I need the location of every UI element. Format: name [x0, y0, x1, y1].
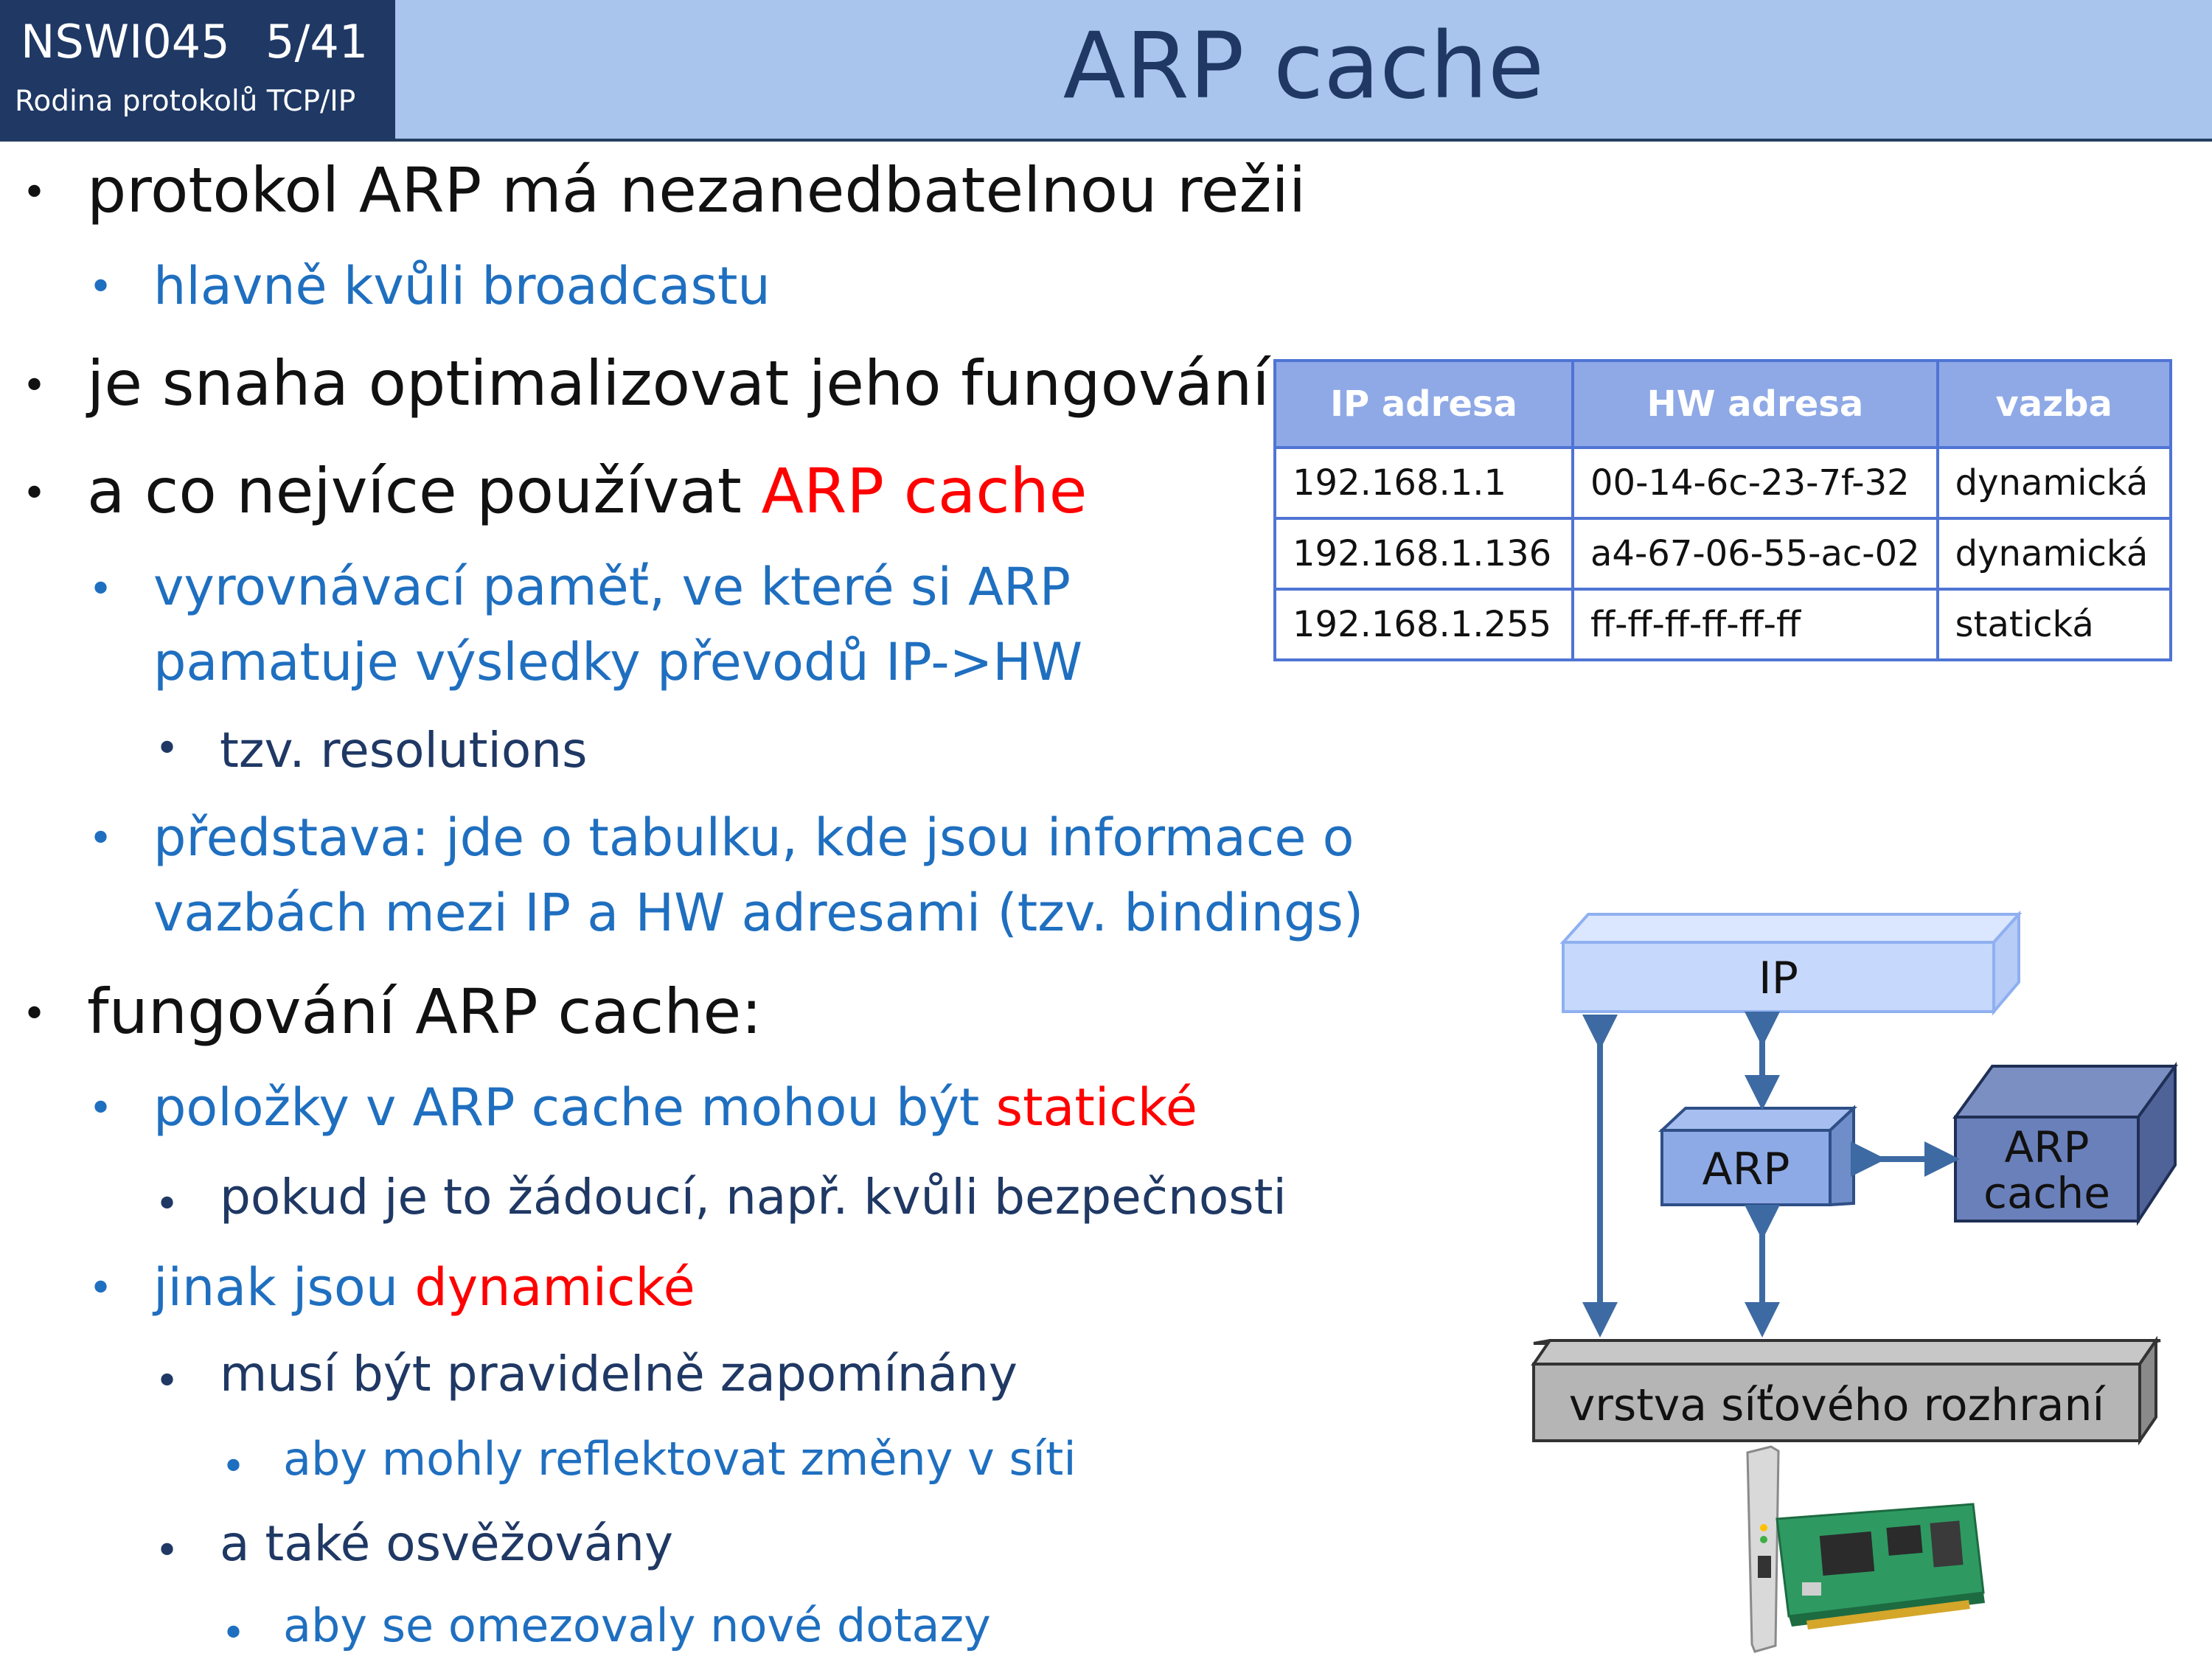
bullet-dot: • — [155, 1180, 180, 1228]
bullet-static-entries: položky v ARP cache mohou být statické — [153, 1077, 1197, 1138]
bullet-dot: • — [88, 1085, 114, 1133]
ip-layer-box: IP — [1559, 910, 2023, 1016]
cell-hw: ff-ff-ff-ff-ff-ff — [1571, 588, 1939, 661]
bullet-dot: • — [22, 990, 47, 1038]
protocol-layer-diagram: IP ARP ARP cache vrstva síťového rozhran… — [1531, 910, 2178, 1446]
bullet-cache-memory: vyrovnávací paměť, ve které si ARP pamat… — [153, 557, 1083, 692]
bullet-dot: • — [88, 566, 114, 613]
ip-layer-label: IP — [1759, 953, 1798, 1004]
column-header-ip: IP adresa — [1273, 359, 1574, 449]
course-info-box: NSWI045 5/41 Rodina protokolů TCP/IP — [0, 0, 395, 140]
column-header-binding: vazba — [1935, 359, 2172, 449]
bullet-cache-operation: fungování ARP cache: — [87, 975, 762, 1048]
bullet-arp-overhead: protokol ARP má nezanedbatelnou režii — [87, 154, 1307, 226]
bullet-dot: • — [22, 362, 47, 410]
arp-cache-label-line2: cache — [1983, 1168, 2110, 1218]
arp-label: ARP — [1703, 1144, 1790, 1195]
highlight-arp-cache: ARP cache — [761, 455, 1088, 527]
column-header-hw: HW adresa — [1571, 359, 1939, 449]
bullet-dot: • — [88, 263, 114, 311]
cell-ip: 192.168.1.136 — [1273, 517, 1574, 591]
bullet-limit-queries: aby se omezovaly nové dotazy — [283, 1599, 991, 1652]
cell-ip: 192.168.1.1 — [1273, 446, 1574, 520]
bullet-dot: • — [221, 1610, 246, 1658]
course-code: NSWI045 — [21, 15, 230, 69]
bullet-reflect-changes: aby mohly reflektovat změny v síti — [283, 1432, 1077, 1486]
arp-box: ARP — [1658, 1105, 1858, 1207]
cell-binding: dynamická — [1935, 517, 2172, 591]
arp-cache-table: IP adresa HW adresa vazba 192.168.1.1 00… — [1273, 359, 2172, 661]
cell-binding: dynamická — [1935, 446, 2172, 520]
cell-binding: statická — [1935, 588, 2172, 661]
bullet-use-cache: a co nejvíce používat ARP cache — [87, 455, 1088, 527]
network-interface-box: vrstva síťového rozhraní — [1531, 1335, 2161, 1446]
cell-hw: 00-14-6c-23-7f-32 — [1571, 446, 1939, 520]
bullet-forget: musí být pravidelně zapomínány — [220, 1346, 1018, 1402]
bullet-dot: • — [221, 1443, 246, 1491]
slide-title: ARP cache — [1062, 13, 1545, 119]
bullet-dot: • — [155, 725, 180, 773]
header-divider — [0, 139, 2212, 142]
bullet-dot: • — [155, 1357, 180, 1405]
bullet-dot: • — [22, 470, 47, 518]
highlight-static: statické — [995, 1077, 1197, 1138]
bullet-resolutions: tzv. resolutions — [220, 722, 588, 779]
network-interface-label: vrstva síťového rozhraní — [1569, 1380, 2107, 1431]
bullet-table-idea: představa: jde o tabulku, kde jsou infor… — [153, 807, 1364, 943]
bullet-optimize: je snaha optimalizovat jeho fungování — [87, 347, 1270, 420]
network-card-image — [1746, 1445, 1985, 1653]
bullet-security: pokud je to žádoucí, např. kvůli bezpečn… — [220, 1169, 1287, 1225]
highlight-dynamic: dynamické — [414, 1257, 695, 1318]
bullet-dot: • — [22, 169, 47, 217]
table-row: 192.168.1.136 a4-67-06-55-ac-02 dynamick… — [1273, 517, 2172, 591]
cell-hw: a4-67-06-55-ac-02 — [1571, 517, 1939, 591]
table-header-row: IP adresa HW adresa vazba — [1273, 359, 2172, 449]
bullet-dot: • — [88, 1265, 114, 1312]
bullet-dot: • — [155, 1527, 180, 1575]
table-row: 192.168.1.1 00-14-6c-23-7f-32 dynamická — [1273, 446, 2172, 520]
bullet-refresh: a také osvěžovány — [220, 1515, 674, 1572]
course-subtitle: Rodina protokolů TCP/IP — [15, 85, 356, 118]
cell-ip: 192.168.1.255 — [1273, 588, 1574, 661]
page-number: 5/41 — [265, 15, 369, 69]
bullet-dot: • — [88, 815, 114, 863]
bullet-dynamic: jinak jsou dynamické — [153, 1257, 695, 1318]
arp-cache-box: ARP cache — [1952, 1061, 2178, 1226]
bullet-broadcast: hlavně kvůli broadcastu — [153, 256, 771, 316]
table-row: 192.168.1.255 ff-ff-ff-ff-ff-ff statická — [1273, 588, 2172, 661]
arp-cache-label-line1: ARP — [2005, 1122, 2090, 1172]
